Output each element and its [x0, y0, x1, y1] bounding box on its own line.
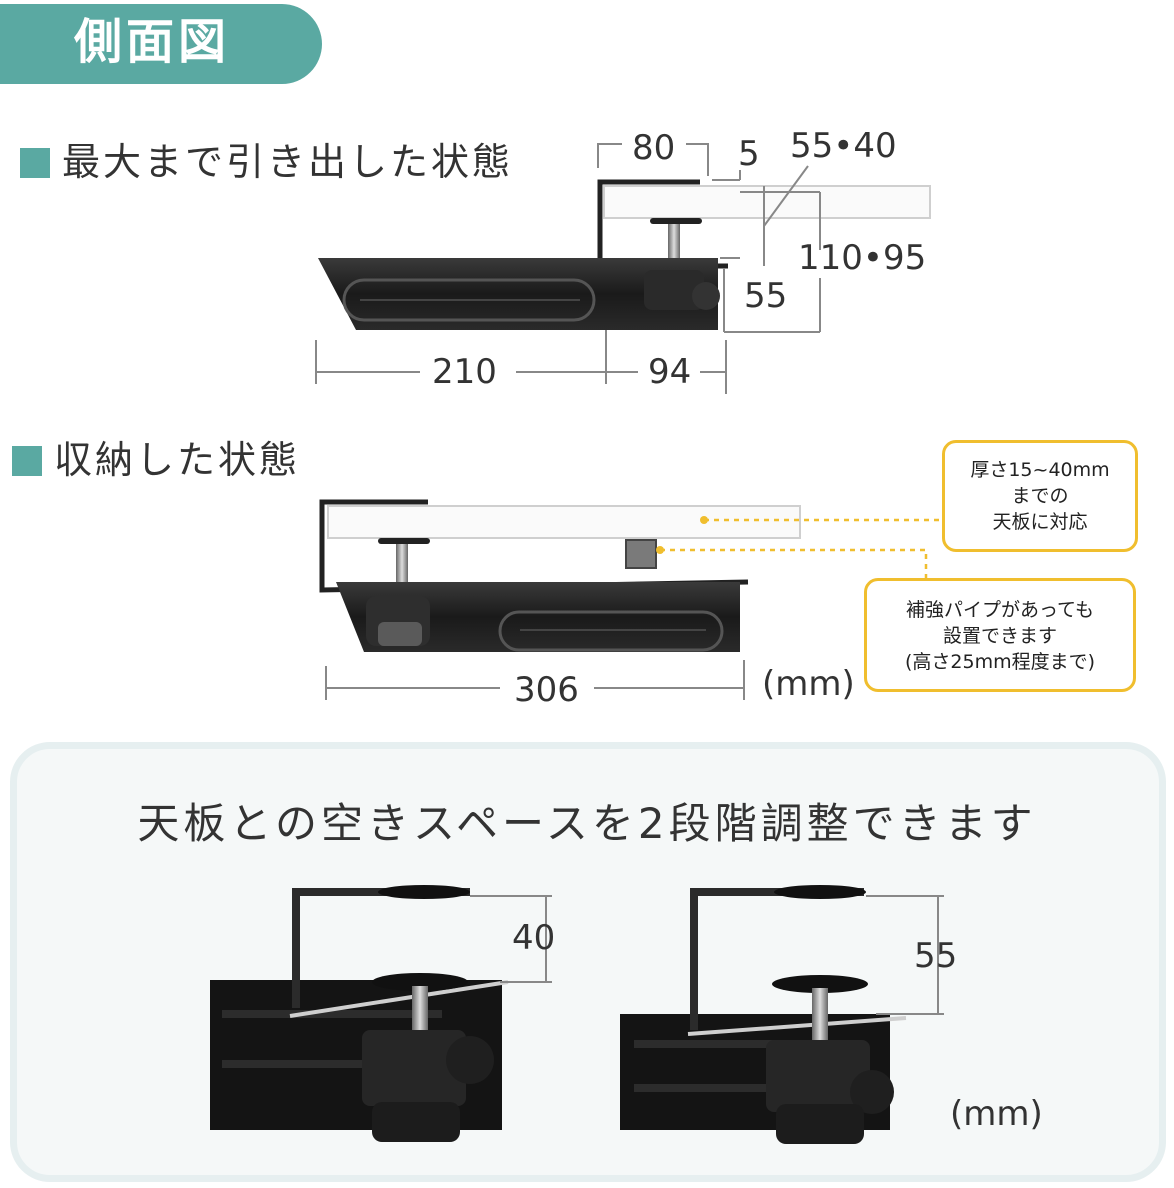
unit-mm-top: (mm): [762, 664, 855, 704]
dim-40: 40: [512, 918, 556, 958]
dim-55: 55: [744, 276, 788, 316]
dim-110-95: 110•95: [798, 238, 927, 278]
dim-210: 210: [432, 352, 497, 392]
header-pill: [0, 4, 322, 84]
callout-bottom-line2: 設置できます: [942, 625, 1057, 647]
callout-top-line3: 天板に対応: [992, 511, 1088, 533]
callout-leaders: [660, 518, 942, 578]
callout-bottom-line1: 補強パイプがあっても: [905, 599, 1095, 621]
section-marker-stored: [12, 446, 42, 476]
clamp-position-55: [620, 885, 907, 1144]
callout-tabletop-thickness: 厚さ15~40mm までの 天板に対応: [942, 440, 1138, 552]
adjustment-title: 天板との空きスペースを2段階調整できます: [137, 799, 1037, 848]
dim-lines-40: [470, 895, 552, 983]
callout-reinforcement-pipe: 補強パイプがあっても 設置できます (高さ25mm程度まで): [864, 578, 1136, 692]
section-label-stored: 収納した状態: [54, 438, 301, 482]
section-marker-max: [20, 148, 50, 178]
page-title: 側面図: [74, 14, 231, 70]
extended-dimension-lines: [315, 143, 821, 394]
callout-top-line2: までの: [1011, 485, 1069, 507]
unit-mm-bottom: (mm): [950, 1094, 1043, 1134]
dim-306: 306: [514, 670, 579, 710]
callout-top-line1: 厚さ15~40mm: [970, 459, 1110, 481]
dim-80: 80: [632, 128, 676, 168]
section-label-max: 最大まで引き出した状態: [62, 140, 514, 184]
clamp-position-40: [210, 885, 509, 1142]
extended-assembly: [318, 179, 931, 330]
dim-94: 94: [648, 352, 692, 392]
dim-5: 5: [738, 134, 760, 174]
stored-assembly: [319, 499, 801, 652]
stored-dimension-lines: [325, 660, 745, 700]
adjustment-panel: [10, 742, 1166, 1182]
dim-55-40: 55•40: [790, 126, 897, 166]
dim-lines-55: [866, 895, 944, 1015]
callout-bottom-line3: (高さ25mm程度まで): [904, 651, 1096, 673]
dim-55-adjust: 55: [914, 936, 958, 976]
